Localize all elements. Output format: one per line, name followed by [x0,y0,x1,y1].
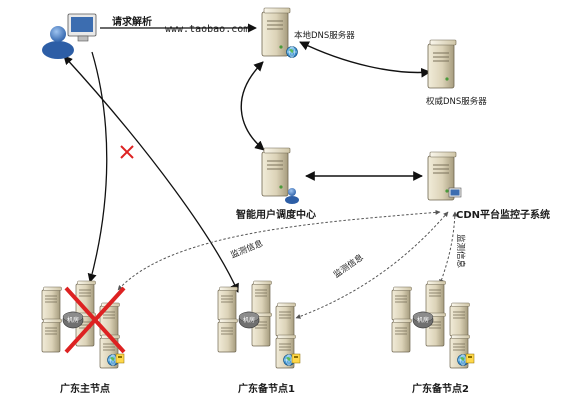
authoritative-dns-label: 权威DNS服务器 [426,96,487,107]
user-computer-icon [42,13,97,59]
monitor-info-label-main: 监测信息 [229,238,265,261]
gd-backup1-cluster-icon [218,281,300,368]
monitor-backup1-link [295,211,449,319]
local-dns-server-icon [261,7,298,58]
gd-backup2-cluster-icon [392,281,474,368]
dns-query-arrow [299,41,431,78]
user-to-backup1-arrow [63,55,239,293]
local-dns-label: 本地DNS服务器 [294,30,355,41]
connections [63,23,458,319]
request-url: www.taobao.com [165,24,249,35]
dispatch-arrow [240,61,265,151]
smart-dispatch-label: 智能用户调度中心 [236,208,316,221]
gd-backup2-label: 广东备节点2 [412,382,469,395]
monitor-backup2-link [439,211,458,285]
cdn-monitor-server-icon [427,151,462,201]
request-label: 请求解析 [112,15,152,28]
main-node-failed-x-icon [64,286,126,354]
gd-backup1-label: 广东备节点1 [238,382,295,395]
gd-main-label: 广东主节点 [60,382,110,395]
gd-main-cluster-icon [42,281,124,368]
user-to-main-arrow [87,51,108,283]
authoritative-dns-server-icon [427,39,457,89]
monitor-info-label-backup1: 监测信息 [331,252,366,281]
monitor-main-link [117,209,441,291]
cdn-monitor-label: CDN平台监控子系统 [456,208,550,221]
failed-link-x-icon [120,145,134,159]
monitor-info-label-backup2: 监测信息 [455,234,466,269]
smart-dispatch-server-icon [261,147,299,204]
